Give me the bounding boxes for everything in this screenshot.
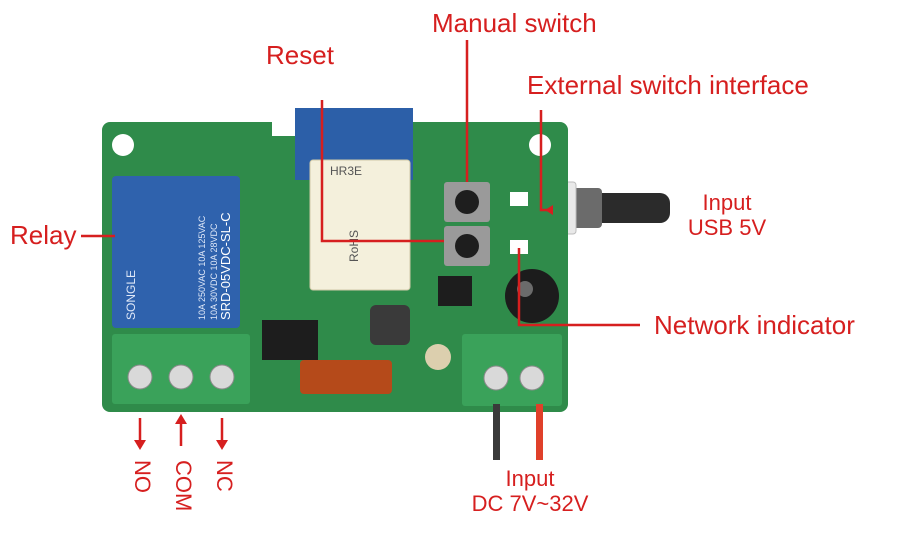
led-1 <box>510 192 528 206</box>
relay-rating-1: 10A 250VAC 10A 125VAC <box>197 215 207 320</box>
mount-hole-tl <box>112 134 134 156</box>
chip-1 <box>438 276 472 306</box>
chip-2 <box>262 320 318 360</box>
label-manual-switch: Manual switch <box>432 8 597 38</box>
label-external-switch: External switch interface <box>527 70 809 100</box>
coil <box>300 360 392 394</box>
arrow-nc-head <box>216 440 228 450</box>
relay-body <box>112 176 240 328</box>
label-input-dc: Input DC 7V~32V <box>455 466 605 517</box>
wire-red <box>536 404 543 460</box>
label-reset: Reset <box>266 40 334 70</box>
label-relay: Relay <box>10 220 77 250</box>
callout-lines <box>81 40 640 446</box>
input-screw-1 <box>483 365 509 391</box>
label-input-usb-line2: USB 5V <box>687 215 767 241</box>
label-input-usb-line1: Input <box>702 190 752 215</box>
terminal-screw-no <box>127 364 153 390</box>
network-led <box>510 240 528 254</box>
module-marks: RoHS <box>347 230 361 262</box>
usb-plug <box>572 188 602 228</box>
wire-black <box>493 404 500 460</box>
input-terminal <box>462 334 562 406</box>
label-network-indicator: Network indicator <box>654 310 855 340</box>
buzzer <box>425 344 451 370</box>
label-input-usb: Input USB 5V <box>682 190 772 241</box>
label-nc: NC <box>212 460 237 492</box>
usb-cable <box>590 193 670 223</box>
relay-rating-2: 10A 30VDC 10A 28VDC <box>209 223 219 320</box>
arrow-com-head <box>175 414 187 424</box>
terminal-screw-nc <box>209 364 235 390</box>
wifi-module <box>309 159 411 291</box>
label-input-dc-line2: DC 7V~32V <box>471 491 589 517</box>
reset-button-cap <box>455 234 479 258</box>
callout-reset <box>320 100 444 243</box>
relay-brand: SONGLE <box>124 270 138 320</box>
capacitor-top <box>517 281 533 297</box>
manual-switch-cap <box>455 190 479 214</box>
inductor <box>370 305 410 345</box>
label-no: NO <box>130 460 155 493</box>
wifi-module-text: HR3E <box>330 164 362 178</box>
label-com: COM <box>171 460 196 512</box>
capacitor <box>505 269 559 323</box>
terminal-screw-com <box>168 364 194 390</box>
arrow-no-head <box>134 440 146 450</box>
input-screw-2 <box>519 365 545 391</box>
label-input-dc-line1: Input <box>505 466 555 491</box>
relay-model: SRD-05VDC-SL-C <box>218 212 233 320</box>
arrow-external-head <box>545 205 553 215</box>
callout-network <box>517 248 640 327</box>
